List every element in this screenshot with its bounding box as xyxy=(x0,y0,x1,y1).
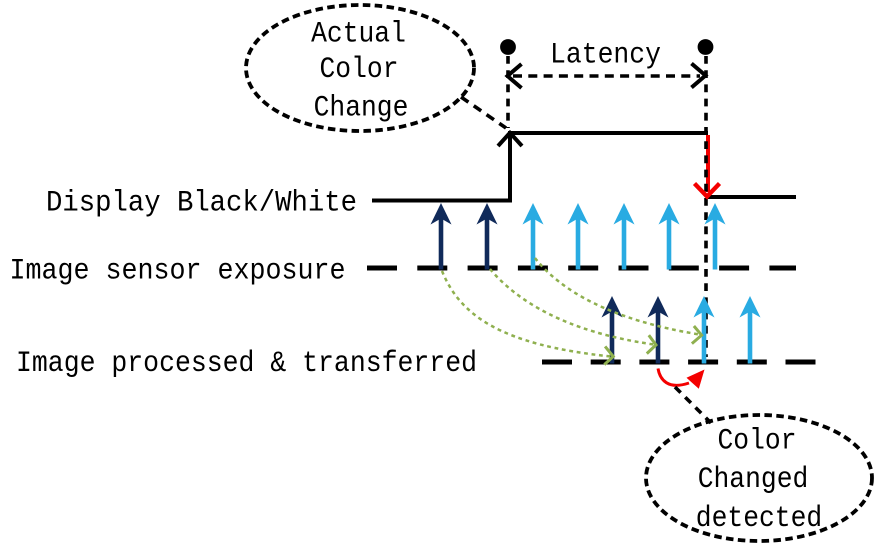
svg-text:Change: Change xyxy=(314,91,409,125)
svg-text:Color: Color xyxy=(718,424,797,458)
svg-text:Changed: Changed xyxy=(698,462,809,496)
svg-text:detected: detected xyxy=(696,501,822,535)
svg-text:Actual: Actual xyxy=(311,17,406,51)
svg-text:Image sensor exposure: Image sensor exposure xyxy=(10,254,346,288)
svg-text:Image processed & transferred: Image processed & transferred xyxy=(16,346,477,380)
svg-text:Color: Color xyxy=(320,52,399,86)
svg-text:Display Black/White: Display Black/White xyxy=(46,186,357,220)
svg-text:Latency: Latency xyxy=(550,38,661,72)
